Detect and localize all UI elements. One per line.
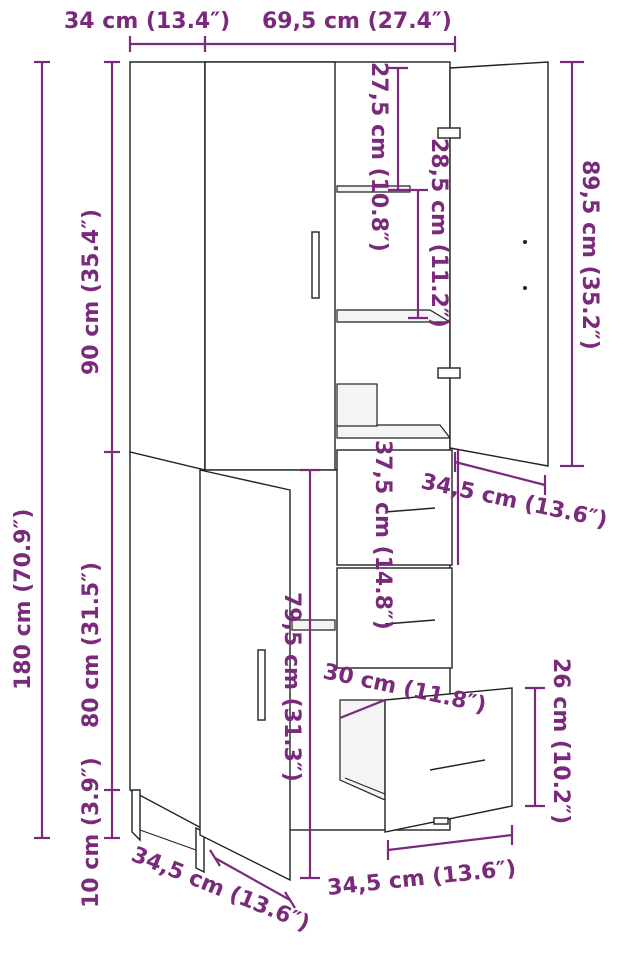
side-panel-lower — [129, 451, 206, 832]
leg-left — [131, 789, 141, 842]
upper-right-door-open — [449, 61, 549, 467]
label-shelf-upper-2: 28,5 cm (11.2″) — [426, 138, 451, 328]
label-upper-height: 90 cm (35.4″) — [79, 209, 104, 375]
drawer-2 — [336, 567, 453, 669]
label-drawer-front-height: 26 cm (10.2″) — [548, 658, 573, 824]
lower-left-door-open — [199, 469, 291, 882]
label-width-top: 69,5 cm (27.4″) — [262, 9, 452, 34]
upper-box — [336, 383, 378, 427]
cabinet-illustration — [129, 61, 549, 882]
label-depth-top: 34 cm (13.4″) — [64, 9, 230, 34]
label-drawer-height: 37,5 cm (14.8″) — [370, 440, 395, 630]
drawer-stop — [433, 817, 449, 825]
dimension-lines — [34, 36, 584, 909]
hinge-bottom — [437, 367, 461, 379]
label-door-height-lower: 79,5 cm (31.3″) — [279, 592, 304, 782]
label-total-height: 180 cm (70.9″) — [11, 509, 36, 690]
label-lower-height: 80 cm (31.5″) — [79, 562, 104, 728]
label-shelf-upper: 27,5 cm (10.8″) — [366, 62, 391, 252]
label-leg-height: 10 cm (3.9″) — [79, 757, 104, 908]
lower-shelf — [291, 619, 336, 631]
upper-door-handle — [311, 231, 320, 299]
label-drawer-width: 34,5 cm (13.6″) — [326, 856, 517, 901]
side-panel-upper — [129, 61, 206, 471]
lower-door-handle — [257, 649, 266, 721]
label-door-height-upper: 89,5 cm (35.2″) — [577, 160, 602, 350]
open-drawer-front — [384, 687, 513, 833]
upper-bottom-shelf — [336, 424, 452, 439]
hinge-top — [437, 127, 461, 139]
